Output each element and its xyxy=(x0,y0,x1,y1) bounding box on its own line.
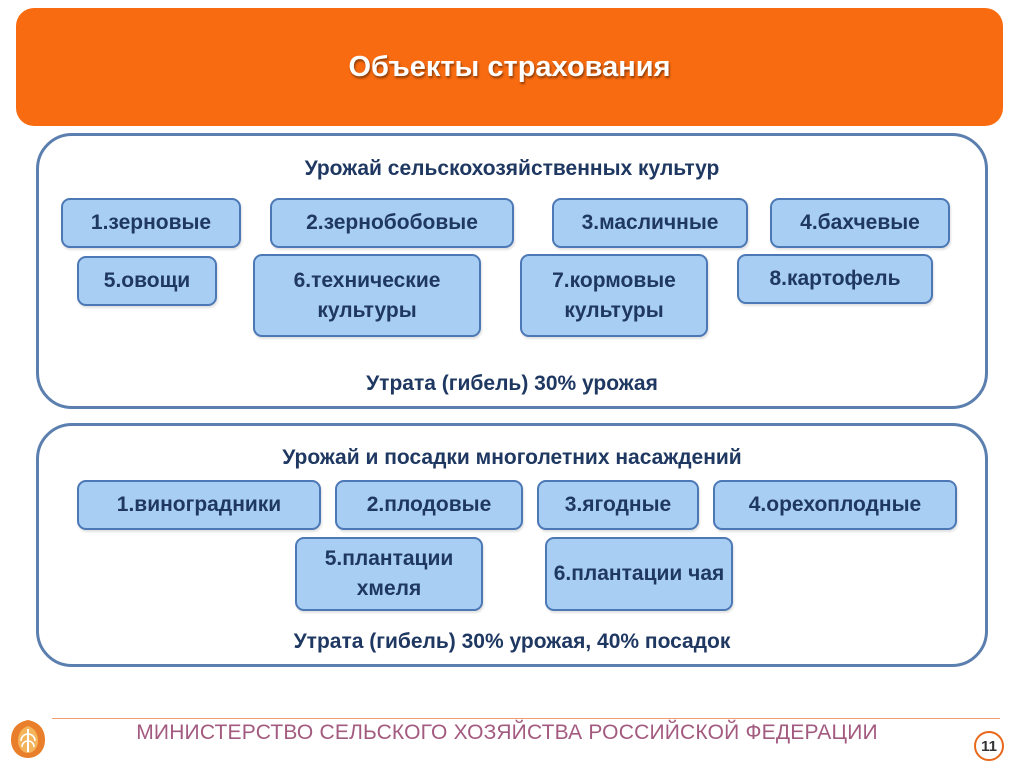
crops-panel: Урожай сельскохозяйственных культур 1.зе… xyxy=(36,133,988,409)
perennials-panel-heading: Урожай и посадки многолетних насаждений xyxy=(282,446,742,469)
crop-item-grain: 1.зерновые xyxy=(61,198,241,248)
crop-item-fodder: 7.кормовые культуры xyxy=(520,254,708,337)
title-bar: Объекты страхования xyxy=(16,8,1003,126)
crop-item-legumes: 2.зернобобовые xyxy=(270,198,514,248)
ministry-name: МИНИСТЕРСТВО СЕЛЬСКОГО ХОЗЯЙСТВА РОССИЙС… xyxy=(136,721,878,744)
perennials-panel: Урожай и посадки многолетних насаждений … xyxy=(36,423,988,667)
crops-panel-footer: Утрата (гибель) 30% урожая xyxy=(366,372,658,395)
crops-panel-heading: Урожай сельскохозяйственных культур xyxy=(304,157,720,180)
perennial-item-nuts: 4.орехоплодные xyxy=(713,480,957,530)
page-number-badge: 11 xyxy=(974,731,1004,761)
footer-divider xyxy=(52,718,1000,719)
perennials-panel-footer: Утрата (гибель) 30% урожая, 40% посадок xyxy=(293,630,731,653)
crop-item-technical: 6.технические культуры xyxy=(253,254,481,337)
slide-title: Объекты страхования xyxy=(348,50,671,83)
crop-item-potato: 8.картофель xyxy=(737,254,933,304)
perennial-item-vineyards: 1.виноградники xyxy=(77,480,321,530)
perennial-item-hops: 5.плантации хмеля xyxy=(295,537,483,611)
ministry-emblem-icon xyxy=(8,718,48,760)
crop-item-vegetables: 5.овощи xyxy=(77,256,217,306)
crop-item-oilseeds: 3.масличные xyxy=(552,198,748,248)
perennial-item-fruit: 2.плодовые xyxy=(335,480,523,530)
perennial-item-tea: 6.плантации чая xyxy=(545,537,733,611)
perennial-item-berries: 3.ягодные xyxy=(537,480,699,530)
crop-item-melons: 4.бахчевые xyxy=(770,198,950,248)
